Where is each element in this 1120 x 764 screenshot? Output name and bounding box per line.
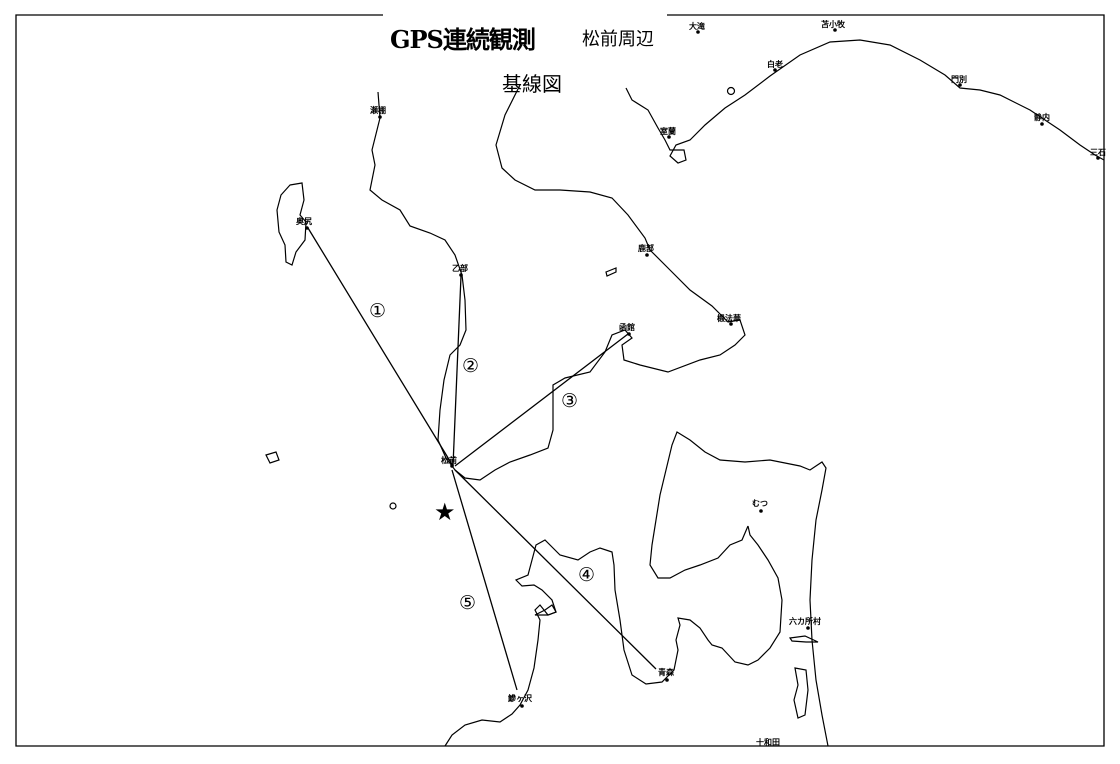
lake-jusan: [534, 604, 557, 616]
place-shizunai: 静内: [1034, 113, 1050, 122]
baseline-3: [454, 333, 629, 467]
lake-circle: [726, 86, 736, 96]
baseline-4: [454, 469, 657, 670]
baseline-1: [307, 227, 454, 467]
map-title: GPS連続観測: [390, 25, 536, 54]
island-okushiri: [276, 182, 307, 266]
place-setana: 瀬棚: [370, 106, 386, 115]
coast-iburi-hidaka: [625, 39, 1105, 164]
place-otaki: 大滝: [689, 22, 705, 31]
baseline-label-5: ⑤: [459, 592, 477, 614]
place-otobe: 乙部: [452, 264, 468, 273]
place-ajigasawa: 鰺ヶ沢: [508, 694, 532, 703]
baselines: [307, 227, 657, 691]
place-mitsuishi: 三石: [1090, 148, 1106, 157]
lake-takahoko: [788, 635, 819, 643]
place-hakodate: 函館: [619, 323, 635, 332]
place-towada: 十和田: [756, 738, 780, 747]
baseline-5: [451, 469, 518, 691]
island-small-1: [265, 451, 280, 464]
baseline-label-4: ④: [578, 564, 596, 586]
baseline-label-1: ①: [369, 300, 387, 322]
place-muroran: 室蘭: [660, 127, 676, 136]
baseline-2: [452, 275, 462, 467]
coast-tsugaru: [444, 525, 783, 747]
diagram-label: 基線図: [502, 72, 562, 96]
place-shikabe: 鹿部: [638, 244, 654, 253]
place-shiraoi: 白老: [767, 60, 783, 69]
baseline-label-2: ②: [462, 355, 480, 377]
frame: [15, 14, 1105, 747]
place-mutsu: むつ: [752, 499, 768, 508]
place-todohokke: 椴法華: [717, 314, 741, 323]
place-tomakomai: 苫小牧: [821, 20, 845, 29]
coastlines: [265, 39, 1105, 747]
place-aomori: 青森: [658, 668, 674, 677]
baseline-label-3: ③: [561, 390, 579, 412]
coast-shimokita: [649, 431, 829, 747]
place-okushiri: 奥尻: [296, 217, 312, 226]
place-rokkasho: 六カ所村: [789, 617, 821, 626]
place-monbetsu: 門別: [951, 75, 967, 84]
lake-ogawara: [793, 667, 809, 719]
island-small-3: [605, 267, 617, 277]
island-small-2: [389, 502, 397, 510]
star-icon: ★: [434, 498, 456, 526]
coast-oshima-west: [369, 84, 746, 481]
place-matsumae: 松前: [441, 456, 457, 465]
map-subtitle: 松前周辺: [582, 29, 654, 50]
site-points: [305, 28, 1100, 708]
